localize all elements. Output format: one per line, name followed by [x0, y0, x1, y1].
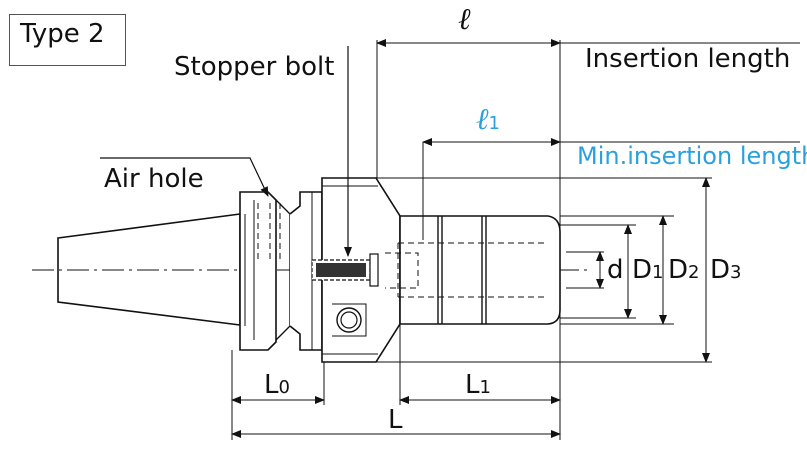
dim-l1-label: ℓ1	[476, 102, 500, 137]
inner-bore	[385, 242, 546, 298]
type-label: Type 2	[20, 19, 105, 49]
dim-D3-main: D	[710, 255, 731, 285]
dim-L1-label: L1	[465, 370, 491, 400]
dim-D2-sub: 2	[688, 262, 700, 283]
dim-l-label: ℓ	[458, 2, 471, 37]
dim-D3-sub: 3	[730, 262, 742, 283]
dim-D3-label: D3	[710, 255, 741, 285]
dim-l1-sub: 1	[488, 113, 500, 134]
min-insertion-length-label: Min.insertion length	[577, 142, 807, 170]
stopper-bolt-label: Stopper bolt	[174, 52, 335, 82]
dim-L1-main: L	[465, 370, 480, 400]
insertion-length-label: Insertion length	[585, 44, 791, 74]
collet-nose	[399, 215, 561, 325]
dim-L0-sub: 0	[278, 377, 290, 398]
dim-L0-label: L0	[264, 370, 290, 400]
dim-D1-main: D	[632, 255, 653, 285]
air-hole-leader	[100, 157, 269, 197]
dim-l1-main: ℓ	[476, 102, 489, 137]
dim-L0-main: L	[264, 370, 279, 400]
dim-D1-label: D1	[632, 255, 663, 285]
dim-D1-sub: 1	[652, 262, 664, 283]
dim-D2-label: D2	[668, 255, 699, 285]
type-box	[9, 14, 126, 66]
air-hole-label: Air hole	[104, 164, 204, 194]
dim-D2-main: D	[668, 255, 689, 285]
dim-L-label: L	[388, 405, 403, 435]
dim-L1-sub: 1	[479, 377, 491, 398]
dim-d-label: d	[607, 255, 624, 285]
